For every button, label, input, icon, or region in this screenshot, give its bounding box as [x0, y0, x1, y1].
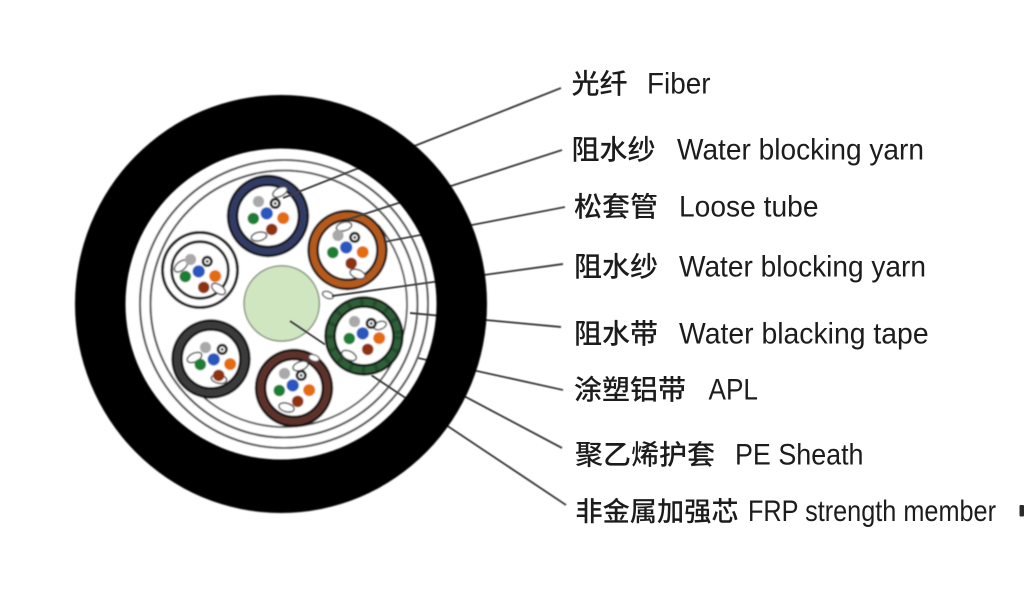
svg-text:Fiber: Fiber [647, 68, 711, 101]
svg-text:FRP strength member: FRP strength member [748, 495, 996, 528]
svg-text:Water blocking yarn: Water blocking yarn [677, 134, 924, 167]
svg-text:APL: APL [709, 374, 759, 407]
svg-text:PE Sheath: PE Sheath [735, 439, 864, 472]
svg-text:Water blacking tape: Water blacking tape [679, 318, 929, 351]
svg-text:Loose tube: Loose tube [679, 191, 819, 224]
svg-text:Water blocking yarn: Water blocking yarn [679, 251, 926, 284]
